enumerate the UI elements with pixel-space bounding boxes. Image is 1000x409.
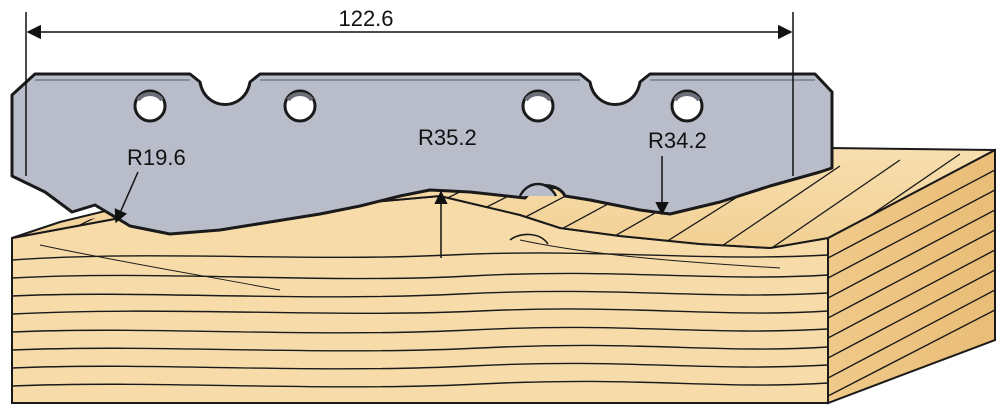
circle-hole-icon: [521, 89, 555, 123]
circle-hole-icon: [670, 89, 704, 123]
radius-left-label: R19.6: [127, 145, 186, 170]
arrowhead-icon: [114, 171, 139, 224]
blade-bead-notch: [518, 182, 558, 197]
overall-width-label: 122.6: [338, 6, 393, 31]
circle-hole-icon: [283, 89, 317, 123]
cutter-blade: [10, 72, 834, 236]
front-grain-lines: [12, 239, 828, 388]
radius-left-callout: R19.6: [114, 145, 186, 224]
overall-width-dimension: 122.6: [25, 6, 794, 176]
side-grain-lines: [828, 169, 995, 397]
radius-right-callout: R34.2: [648, 128, 707, 216]
circle-hole-icon: [133, 89, 167, 123]
radius-center-callout: R35.2: [418, 125, 477, 258]
radius-center-label: R35.2: [418, 125, 477, 150]
radius-right-label: R34.2: [648, 128, 707, 153]
wood-bead-groove: [509, 233, 549, 245]
blade-body: [10, 72, 834, 236]
